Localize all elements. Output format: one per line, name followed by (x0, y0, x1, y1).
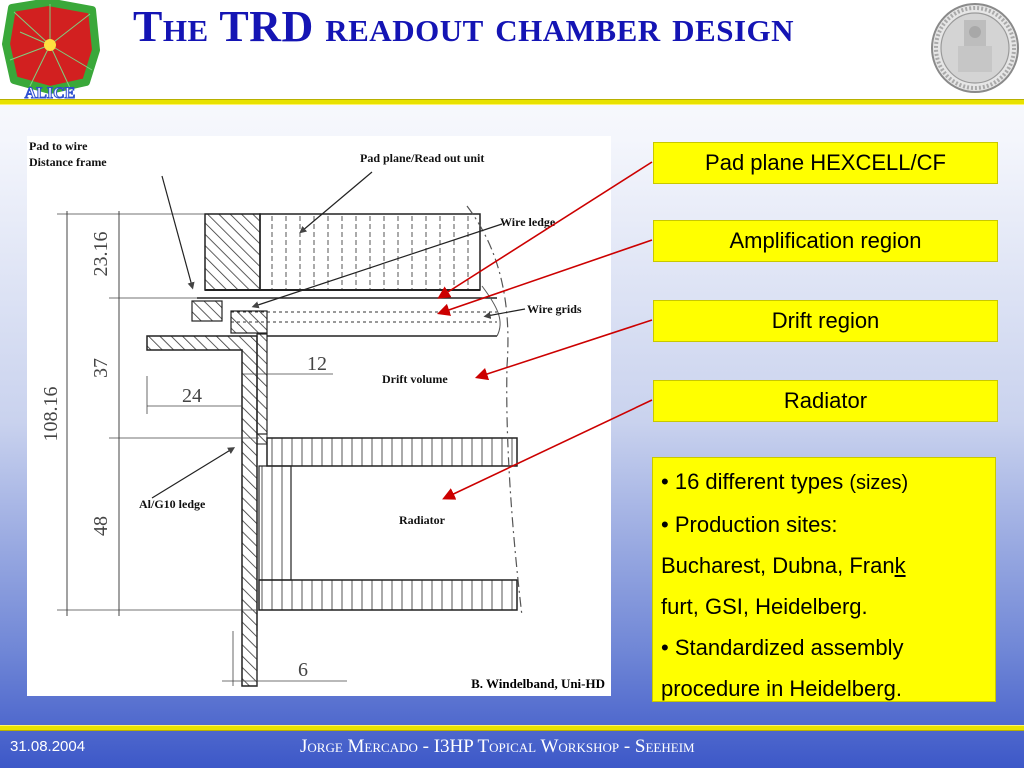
label-drift-volume: Drift volume (382, 372, 448, 386)
label-pad-plane: Pad plane/Read out unit (360, 151, 484, 165)
dim-37: 37 (90, 358, 112, 378)
dim-6: 6 (298, 659, 308, 681)
footer-divider (0, 725, 1024, 731)
label-wire-grids: Wire grids (527, 302, 582, 316)
label-pad-to-wire: Pad to wire (29, 139, 88, 153)
dim-23-16: 23.16 (90, 232, 112, 277)
callout-radiator: Radiator (653, 380, 998, 422)
label-wire-ledge: Wire ledge (500, 215, 556, 229)
footer-text: Jorge Mercado - I3HP Topical Workshop - … (300, 736, 695, 757)
university-seal (931, 3, 1019, 93)
info-line-types: • 16 different types (sizes) (661, 469, 909, 494)
alice-logo: ALICE (2, 0, 100, 100)
label-distance-frame: Distance frame (29, 155, 107, 169)
callout-amplification: Amplification region (653, 220, 998, 262)
slide-header (0, 0, 1024, 100)
drawing-credit: B. Windelband, Uni-HD (471, 676, 605, 691)
callout-pad-plane: Pad plane HEXCELL/CF (653, 142, 998, 184)
label-radiator: Radiator (399, 513, 446, 527)
info-line-cities-2: furt, GSI, Heidelberg. (661, 594, 868, 619)
dim-24: 24 (182, 385, 202, 407)
info-line-assembly: • Standardized assembly (661, 635, 904, 660)
info-box: • 16 different types (sizes) • Productio… (652, 457, 996, 702)
header-divider (0, 99, 1024, 105)
chamber-cross-section: 23.16 37 108.16 48 24 12 6 Pad to wire D… (29, 139, 582, 687)
technical-drawing: 23.16 37 108.16 48 24 12 6 Pad to wire D… (27, 136, 611, 696)
dim-108-16: 108.16 (40, 387, 62, 442)
info-line-procedure: procedure in Heidelberg. (661, 676, 902, 701)
page-title: The TRD readout chamber design (133, 2, 795, 51)
alice-logo-text: ALICE (25, 85, 76, 100)
dim-12: 12 (307, 353, 327, 375)
info-line-cities: Bucharest, Dubna, Frank (661, 553, 906, 578)
label-al-ledge: Al/G10 ledge (139, 497, 206, 511)
dim-48: 48 (90, 516, 112, 536)
footer-date: 31.08.2004 (10, 738, 86, 755)
info-line-sites: • Production sites: (661, 512, 838, 537)
callout-drift: Drift region (653, 300, 998, 342)
